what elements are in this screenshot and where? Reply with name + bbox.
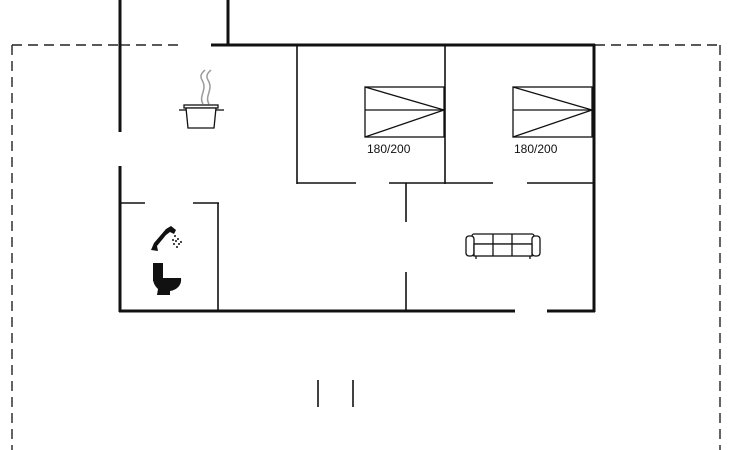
- upper-walls: [118, 0, 595, 312]
- bed-2-size-label: 180/200: [514, 142, 558, 156]
- terrace-outline: [11, 44, 721, 450]
- sofa-icon: [465, 233, 541, 259]
- cooking-pot-icon: [179, 69, 224, 129]
- shower-icon: [151, 226, 182, 251]
- bed-1: 180/200: [364, 86, 445, 156]
- toilet-icon: [153, 263, 182, 295]
- terrace-posts: [317, 380, 354, 407]
- bed-2: 180/200: [512, 86, 593, 156]
- bed-1-size-label: 180/200: [367, 142, 411, 156]
- bedroom-walls: [296, 45, 594, 311]
- exterior-walls: [119, 44, 596, 313]
- bathroom-walls: [120, 202, 219, 311]
